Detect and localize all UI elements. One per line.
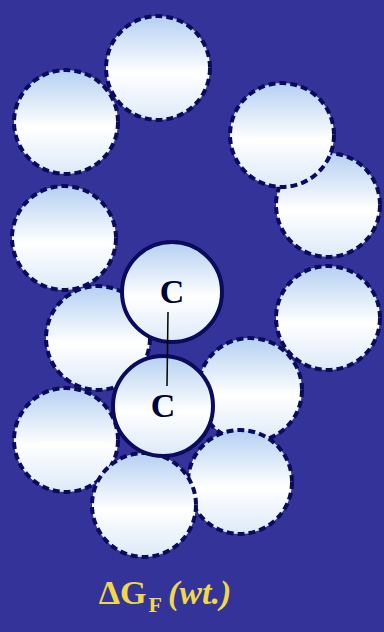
subscript-label: F	[149, 592, 162, 617]
delta-g-symbol: ΔG	[99, 574, 147, 611]
carbon-atom: C	[120, 240, 224, 344]
atom-symbol: C	[151, 389, 176, 423]
carbon-atom: C	[111, 354, 215, 458]
variant-label: (wt.)	[168, 574, 231, 611]
atom-symbol: C	[160, 275, 185, 309]
free-energy-label: ΔGF(wt.)	[0, 574, 330, 618]
